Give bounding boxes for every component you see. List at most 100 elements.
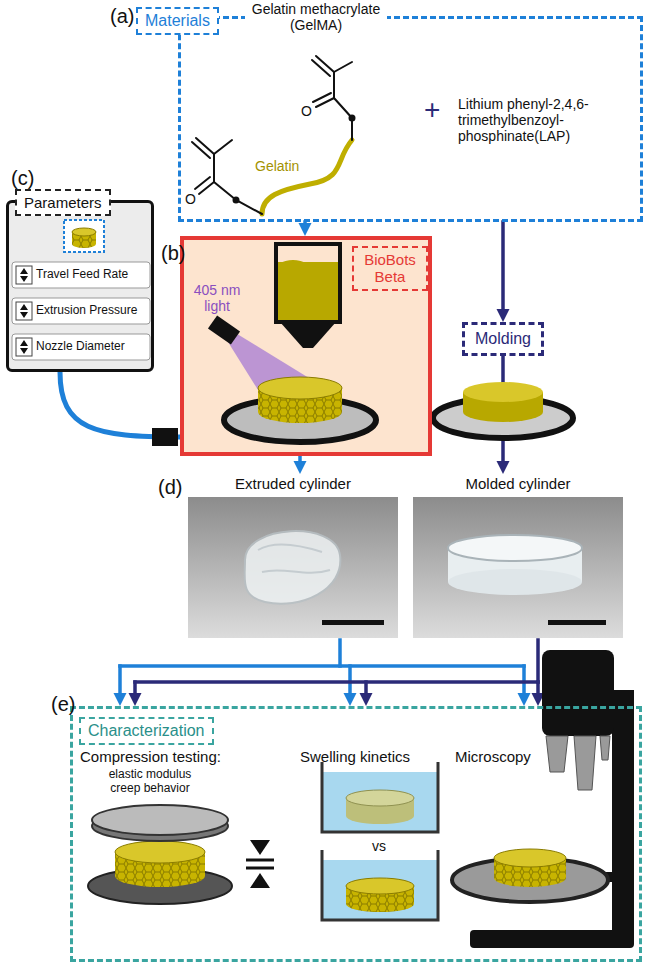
parameter-controls-part	[72, 240, 96, 248]
photo-part	[188, 497, 398, 638]
bioprinter-drawing-part	[276, 244, 340, 322]
bioprinter-drawing-part	[258, 377, 342, 399]
comparison-label: vs	[372, 838, 386, 854]
panel-letter: (b)	[161, 242, 185, 265]
parameter-controls-part	[12, 262, 150, 288]
connector-line	[135, 680, 538, 684]
bioprinter-drawing-part-part	[208, 315, 240, 344]
compression-drawing-part	[115, 841, 205, 863]
compression-drawing-part	[246, 867, 274, 870]
connector-line	[536, 640, 540, 682]
microscope-drawing-part	[612, 690, 634, 940]
microscope-drawing	[452, 650, 634, 948]
gelma-structure-part	[312, 56, 334, 76]
panel-heading: Characterization	[79, 717, 214, 745]
atom-label: O	[301, 103, 312, 119]
connector	[299, 222, 312, 236]
gelma-structure-part	[262, 140, 352, 214]
connector	[294, 456, 307, 474]
bioprinter-drawing-part	[278, 260, 338, 268]
swelling-drawing-part	[346, 790, 414, 806]
printer-name: BioBots Beta	[352, 246, 428, 291]
parameter-controls-part	[12, 334, 150, 360]
arrow-head	[344, 693, 357, 706]
characterization-panel: (e)Characterization	[70, 706, 642, 962]
photo	[188, 497, 623, 638]
microscope-drawing-part	[600, 736, 610, 760]
parameter-controls-part	[20, 268, 28, 282]
photo-caption: Extruded cylinder	[186, 475, 400, 492]
cable-line	[60, 372, 180, 437]
panel-letter: (a)	[110, 5, 134, 28]
compression-drawing-part	[250, 873, 270, 888]
compression-drawing-part	[250, 840, 270, 855]
swelling-drawing-part	[322, 772, 438, 832]
parameter-controls	[12, 220, 150, 360]
swelling-drawing-part	[322, 850, 438, 920]
parameter-controls-part	[20, 304, 28, 318]
parameter-controls-part	[64, 220, 104, 252]
gelma-structure-part	[214, 154, 262, 214]
bioprinter-drawing-part	[278, 262, 338, 320]
microscope-drawing-part	[494, 849, 566, 867]
parameter-controls-part	[20, 340, 28, 354]
photo-part	[258, 544, 330, 572]
connector-line	[501, 222, 505, 312]
bioprinter-drawing-part	[152, 428, 178, 446]
gelma-structure-part	[195, 177, 214, 194]
light-label: 405 nm light	[186, 282, 248, 314]
photo-caption: Molded cylinder	[411, 475, 625, 492]
microscope-drawing-part	[470, 930, 634, 948]
panel-fill-part	[180, 236, 432, 456]
test-name: Compression testing:	[80, 748, 221, 765]
panel-heading: Parameters	[15, 189, 111, 216]
gelma-structure	[192, 56, 355, 214]
arrow-head	[299, 223, 312, 236]
arrow-head	[129, 693, 142, 706]
material-name: Lithium phenyl-2,4,6-trimethylbenzoyl-ph…	[458, 96, 608, 144]
panel-letter: (d)	[158, 476, 182, 499]
bioprinter-drawing-part	[280, 322, 336, 348]
connector-line	[118, 666, 122, 696]
polymer-label: Gelatin	[255, 158, 299, 174]
arrow-head	[518, 693, 531, 706]
gelma-structure-part	[313, 93, 334, 107]
connector	[114, 640, 531, 706]
swelling-drawing-part	[346, 878, 414, 894]
mold-drawing-part	[463, 382, 543, 402]
test-name: Microscopy	[455, 748, 531, 765]
test-detail: elastic modulus creep behavior	[95, 768, 205, 796]
bioprinter-drawing-part	[208, 315, 240, 344]
swelling-drawing	[322, 762, 438, 920]
microscope-drawing-part	[546, 736, 568, 772]
materials-panel: (a)Materials	[178, 16, 643, 222]
connector	[129, 640, 545, 706]
parameter-controls-part	[16, 266, 32, 284]
connector	[60, 372, 180, 437]
photo-panel: Extruded cylinder	[186, 474, 400, 640]
gelma-structure-part	[334, 62, 352, 72]
compression-drawing-part	[92, 805, 228, 835]
arrow-head	[360, 693, 373, 706]
connector	[497, 222, 510, 322]
panel-letter: (c)	[11, 167, 34, 190]
photo-panel: Molded cylinder	[411, 474, 625, 640]
molding-box: Molding	[462, 322, 544, 356]
photo-part	[322, 620, 384, 625]
arrow-head	[497, 461, 510, 474]
panel-fill	[6, 200, 432, 456]
compression-drawing-part	[246, 859, 274, 862]
microscope-drawing-part	[574, 736, 596, 790]
panel-letter: (e)	[51, 693, 75, 716]
photo-part	[413, 497, 623, 638]
swelling-drawing-part	[322, 762, 438, 832]
swelling-drawing-part	[322, 860, 438, 920]
photo-part	[448, 535, 582, 561]
parameter-controls-part	[16, 338, 32, 356]
bioprinter-drawing	[152, 244, 376, 446]
arrow-head	[114, 693, 127, 706]
parameter-name: Nozzle Diameter	[36, 340, 125, 354]
connector-line	[120, 664, 524, 668]
parameter-name: Travel Feed Rate	[36, 268, 128, 282]
